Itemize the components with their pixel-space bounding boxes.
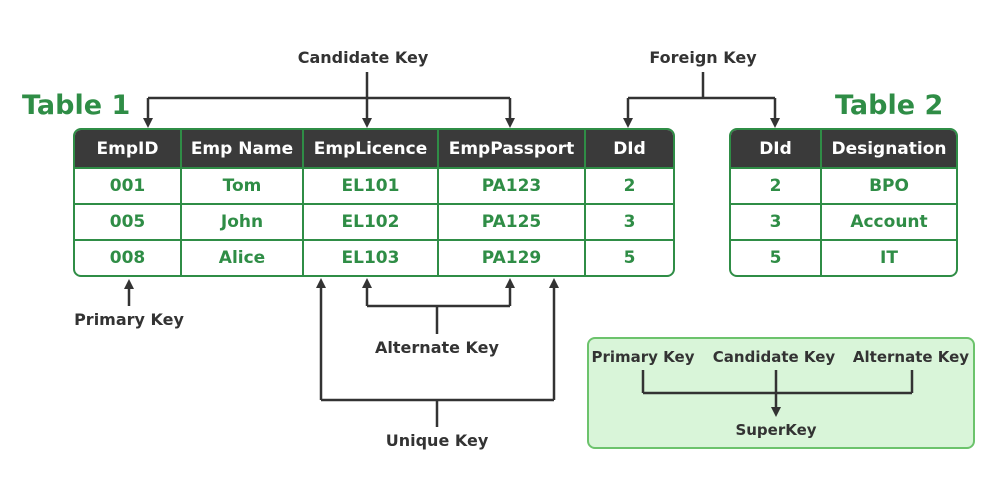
table1-header-did: DId (586, 130, 673, 167)
table2-cell: IT (822, 239, 956, 275)
table1-header-empid: EmpID (75, 130, 182, 167)
table1-cell: Tom (182, 167, 304, 203)
candidate-key-label: Candidate Key (297, 48, 429, 67)
table2-cell: 3 (731, 203, 822, 239)
table1-cell: Alice (182, 239, 304, 275)
table1: EmpID Emp Name EmpLicence EmpPassport DI… (73, 128, 675, 277)
table1-cell: EL102 (304, 203, 439, 239)
table2-cell: 5 (731, 239, 822, 275)
table1-header-empname: Emp Name (182, 130, 304, 167)
table1-cell: 3 (586, 203, 673, 239)
table1-title: Table 1 (22, 90, 131, 121)
superkey-label: SuperKey (735, 421, 817, 439)
table1-cell: John (182, 203, 304, 239)
alternate-key-label: Alternate Key (375, 338, 499, 357)
primary-key-label: Primary Key (74, 310, 184, 329)
superkey-primary-key-label: Primary Key (591, 348, 695, 366)
table1-header-emplicence: EmpLicence (304, 130, 439, 167)
table1-cell: 008 (75, 239, 182, 275)
superkey-candidate-key-label: Candidate Key (712, 348, 836, 366)
table1-header-emppassport: EmpPassport (439, 130, 586, 167)
table1-cell: PA129 (439, 239, 586, 275)
table2-title: Table 2 (835, 90, 944, 121)
table1-cell: EL101 (304, 167, 439, 203)
foreign-key-label: Foreign Key (649, 48, 757, 67)
table1-cell: 001 (75, 167, 182, 203)
table2-cell: Account (822, 203, 956, 239)
table1-cell: 5 (586, 239, 673, 275)
table2-header-designation: Designation (822, 130, 956, 167)
table2-cell: 2 (731, 167, 822, 203)
table1-cell: PA123 (439, 167, 586, 203)
table1-cell: PA125 (439, 203, 586, 239)
table1-cell: EL103 (304, 239, 439, 275)
table2: DId Designation 2 BPO 3 Account 5 IT (729, 128, 958, 277)
unique-key-label: Unique Key (385, 431, 489, 450)
table1-cell: 005 (75, 203, 182, 239)
table2-cell: BPO (822, 167, 956, 203)
table2-header-did: DId (731, 130, 822, 167)
table1-cell: 2 (586, 167, 673, 203)
superkey-alternate-key-label: Alternate Key (852, 348, 970, 366)
